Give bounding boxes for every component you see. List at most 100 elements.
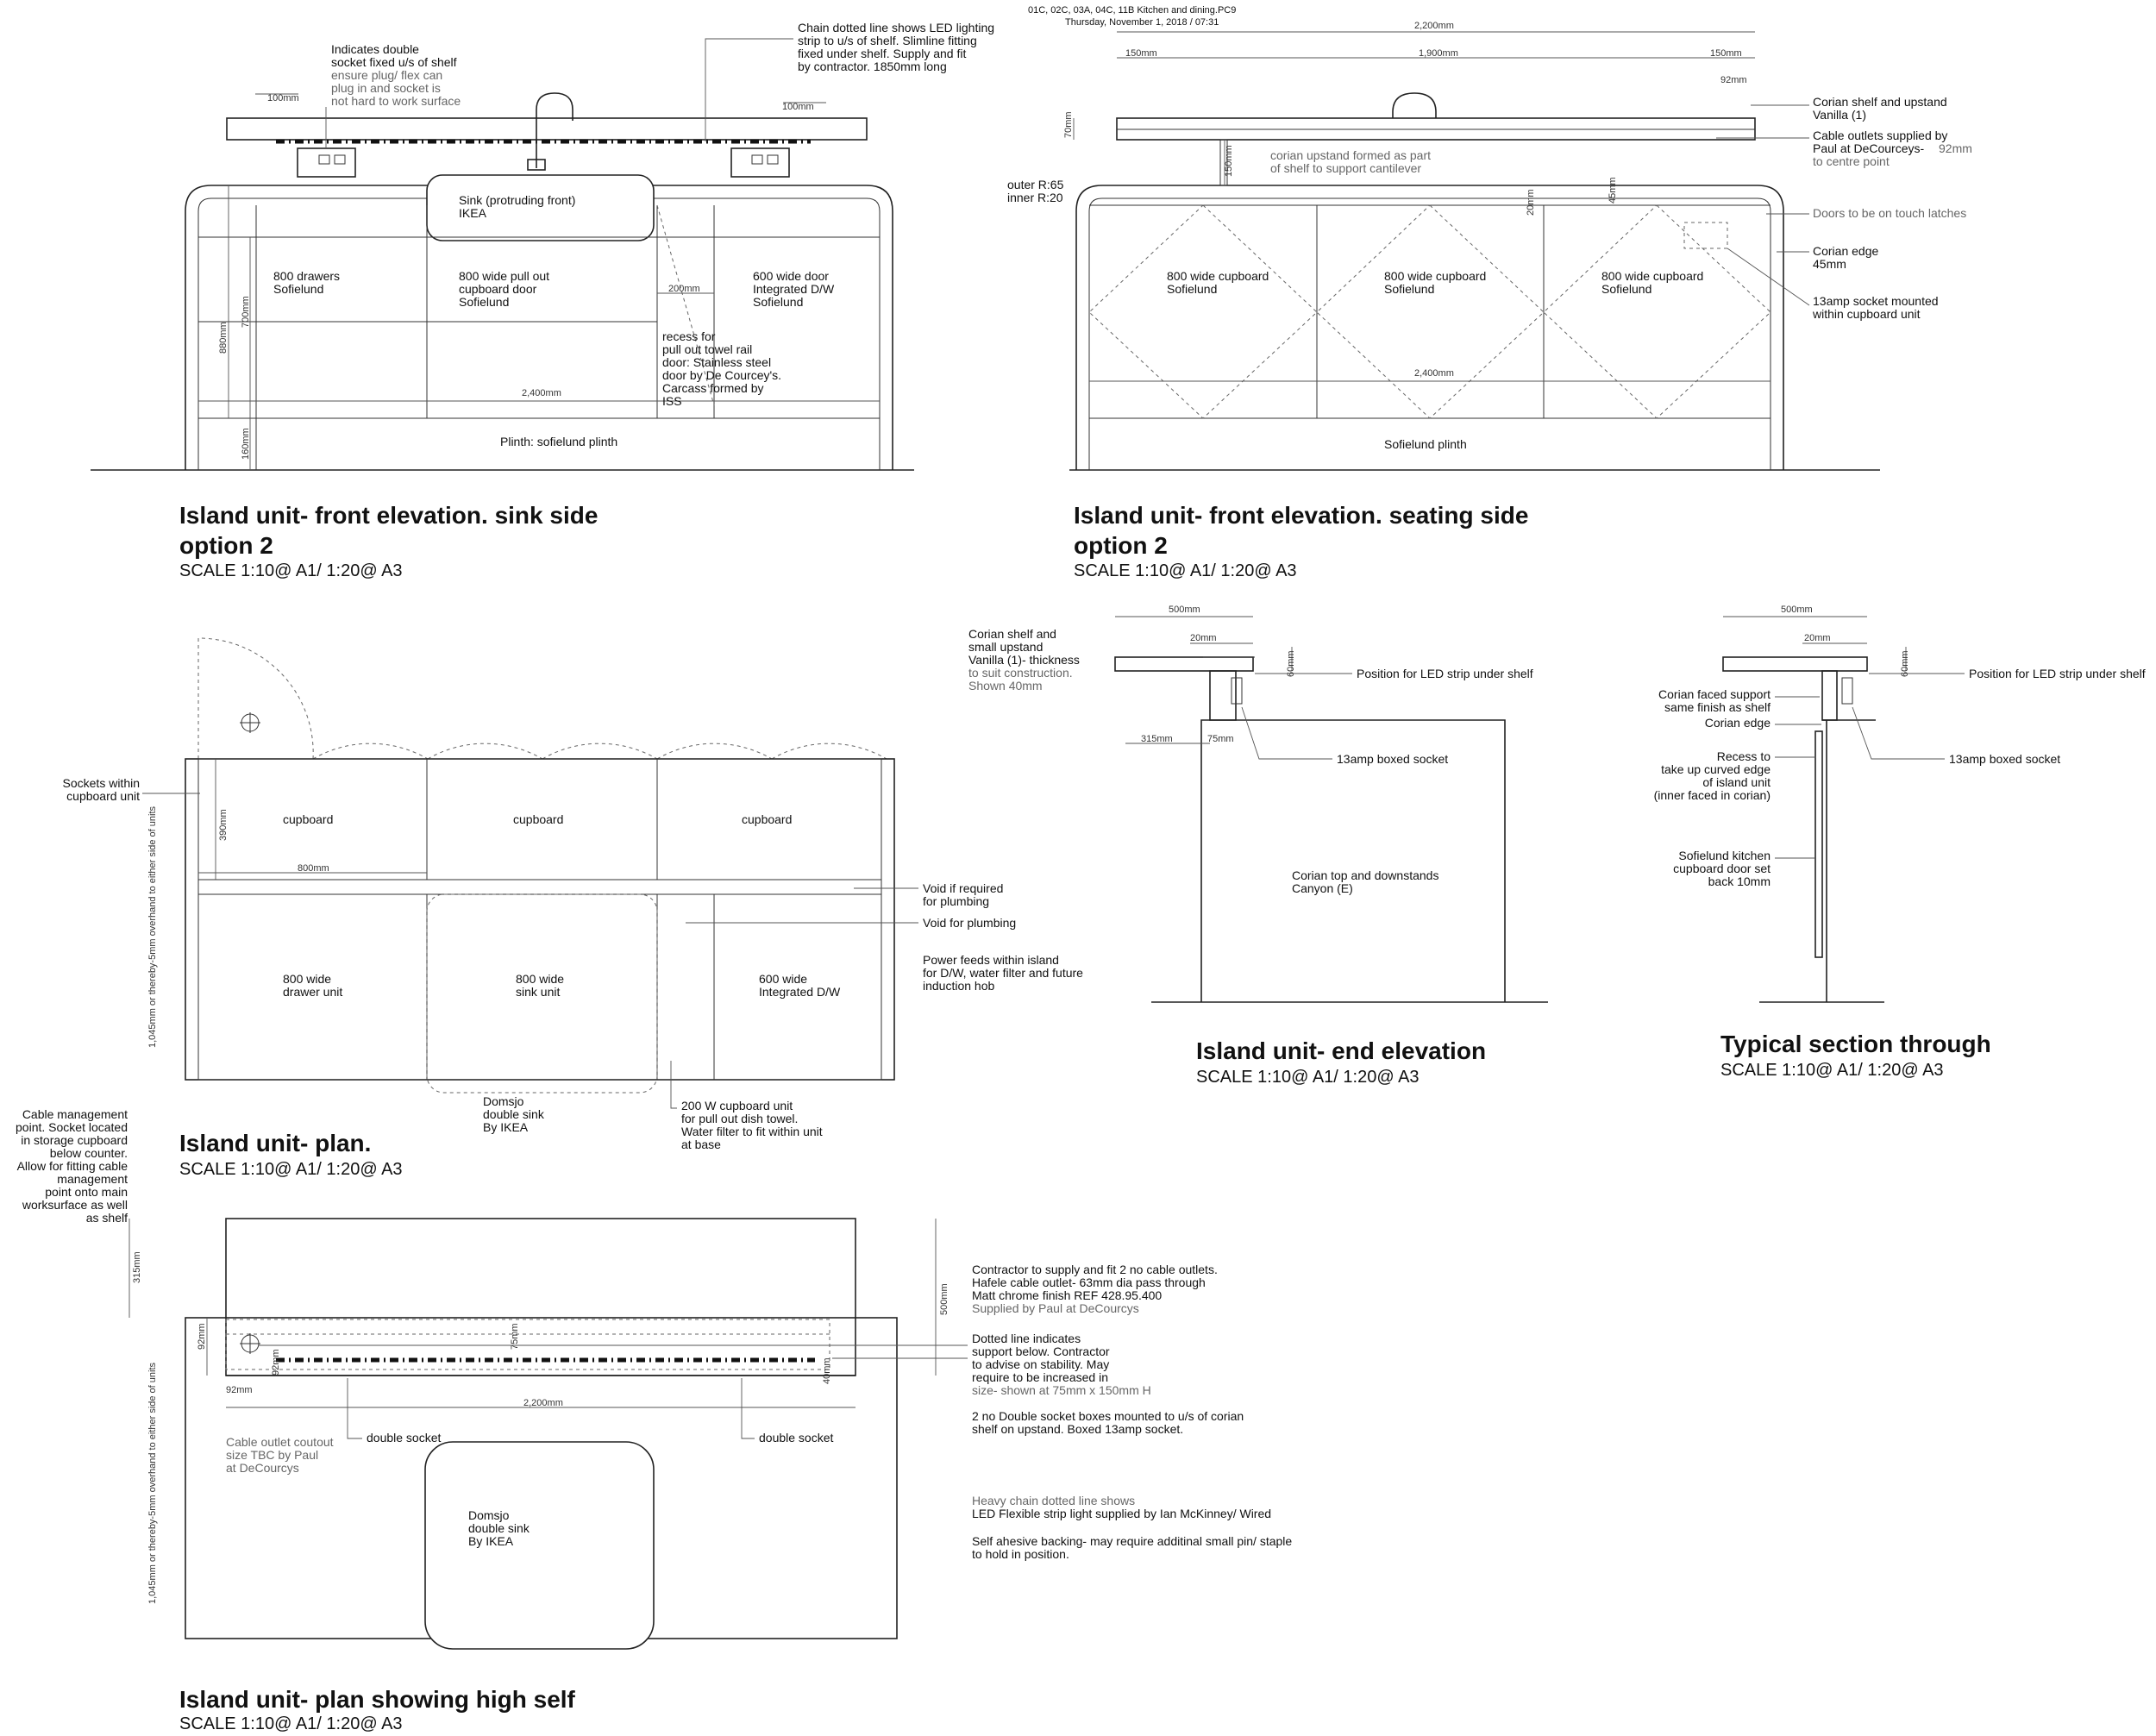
dim-500: 500mm (1781, 605, 1813, 615)
shelf-outline (225, 1218, 856, 1376)
dim-45: 45mm (1608, 177, 1618, 204)
island-end (1200, 719, 1506, 1002)
leader-200w (670, 1061, 677, 1109)
dim-800: 800mm (298, 863, 329, 874)
dim-20: 20mm (1190, 633, 1217, 643)
title-section: Typical section through (1720, 1031, 1991, 1057)
island-inner-outline (1088, 197, 1771, 470)
dim-2200: 2,200mm (523, 1398, 563, 1408)
dim-92-horizontal: 92mm (226, 1385, 253, 1395)
dim-700: 700mm (241, 296, 251, 328)
leader-boxed-socket (1852, 706, 1945, 760)
support (1821, 670, 1838, 721)
dim-92: 92mm (1720, 75, 1747, 85)
dim-60: 60mm (1900, 650, 1910, 677)
scale-sink-side: SCALE 1:10@ A1/ 1:20@ A3 (179, 561, 403, 580)
socket-in-cupboard (1683, 222, 1728, 249)
sink-outline (426, 893, 658, 1094)
sheet-header: 01C, 02C, 03A, 04C, 11B Kitchen and dini… (1028, 5, 1236, 28)
shelf (1722, 656, 1868, 672)
label-cupboard-1: cupboard (283, 812, 333, 826)
dim-1900: 1,900mm (1419, 48, 1458, 59)
door-swing-2 (312, 743, 429, 760)
socket-left-pin-b (334, 154, 346, 165)
dim-92-center: 92mm (271, 1349, 281, 1376)
seating-side-elevation: 2,200mm 150mm 1,900mm 150mm 92mm 70mm 15… (1007, 21, 1972, 580)
dim-500: 500mm (1169, 605, 1200, 615)
dim-20: 20mm (1804, 633, 1831, 643)
leader-boxed-socket (1241, 706, 1332, 760)
upstand (1219, 139, 1228, 186)
door-swing-1 (197, 637, 314, 760)
shelf (1114, 656, 1254, 672)
units-outline (197, 758, 882, 1081)
title-seating-side-line1: Island unit- front elevation. seating si… (1074, 502, 1528, 529)
dim-150-left: 150mm (1125, 48, 1157, 59)
door-open-marker-2 (1316, 204, 1545, 419)
dim-880: 880mm (218, 322, 229, 354)
dim-150-right: 150mm (1710, 48, 1742, 59)
label-cupboard-3: cupboard (742, 812, 792, 826)
title-sink-side-line2: option 2 (179, 532, 273, 559)
dim-overhang-right: 100mm (782, 102, 814, 112)
dim-92-vertical: 92mm (197, 1323, 207, 1350)
scale-high-shelf-plan: SCALE 1:10@ A1/ 1:20@ A3 (179, 1714, 403, 1733)
dim-side-overhang: 1,045mm or thereby-5mm overhand to eithe… (147, 805, 158, 1048)
door-swing-6 (771, 743, 887, 760)
scale-plan: SCALE 1:10@ A1/ 1:20@ A3 (179, 1160, 403, 1179)
plan-high-shelf: 315mm 500mm 92mm 92mm 75mm 92mm 40mm 2,2… (128, 1218, 1292, 1733)
socket-right-pin-a (751, 154, 763, 165)
file-name: 01C, 02C, 03A, 04C, 11B Kitchen and dini… (1028, 5, 1236, 16)
title-end-elevation: Island unit- end elevation (1196, 1037, 1486, 1064)
boxed-socket (1841, 677, 1853, 705)
annotation-socket-boxes: 2 no Double socket boxes mounted to u/s … (972, 1409, 1244, 1436)
door-swing-4 (542, 743, 658, 760)
annotation-led-position: Position for LED strip under shelf (1357, 667, 1533, 680)
domsjo-sink (424, 1441, 655, 1650)
dim-75: 75mm (510, 1323, 520, 1350)
high-shelf (226, 117, 868, 141)
door-open-marker-3 (1543, 204, 1771, 419)
door-swing-5 (656, 743, 773, 760)
annotation-cable-92: 92mm (1939, 141, 1972, 155)
annotation-led-position: Position for LED strip under shelf (1969, 667, 2146, 680)
scale-section: SCALE 1:10@ A1/ 1:20@ A3 (1720, 1061, 1944, 1080)
label-double-socket-left: double socket (367, 1431, 442, 1445)
double-socket-left (297, 147, 356, 178)
scale-end-elevation: SCALE 1:10@ A1/ 1:20@ A3 (1196, 1068, 1420, 1087)
tap-behind (1392, 92, 1437, 118)
end-elevation: 500mm 20mm 60mm 315mm 75mm Position for … (1114, 605, 1548, 1087)
dim-390: 390mm (218, 809, 229, 841)
title-sink-side-line1: Island unit- front elevation. sink side (179, 502, 598, 529)
dim-160: 160mm (241, 428, 251, 460)
annotation-contractor: Contractor to supply and fit 2 no cable … (972, 1263, 1218, 1315)
annotation-doors: Doors to be on touch latches (1813, 206, 1966, 220)
leader-led (705, 38, 793, 141)
title-seating-side-line2: option 2 (1074, 532, 1168, 559)
tap-base (527, 159, 546, 171)
dim-150-vertical: 150mm (1224, 145, 1234, 177)
support-dotted (225, 1319, 830, 1370)
dim-2400: 2,400mm (522, 388, 561, 398)
dim-200: 200mm (668, 284, 700, 294)
dim-overhang-left: 100mm (267, 93, 299, 103)
leader-double-socket-right (741, 1378, 755, 1439)
